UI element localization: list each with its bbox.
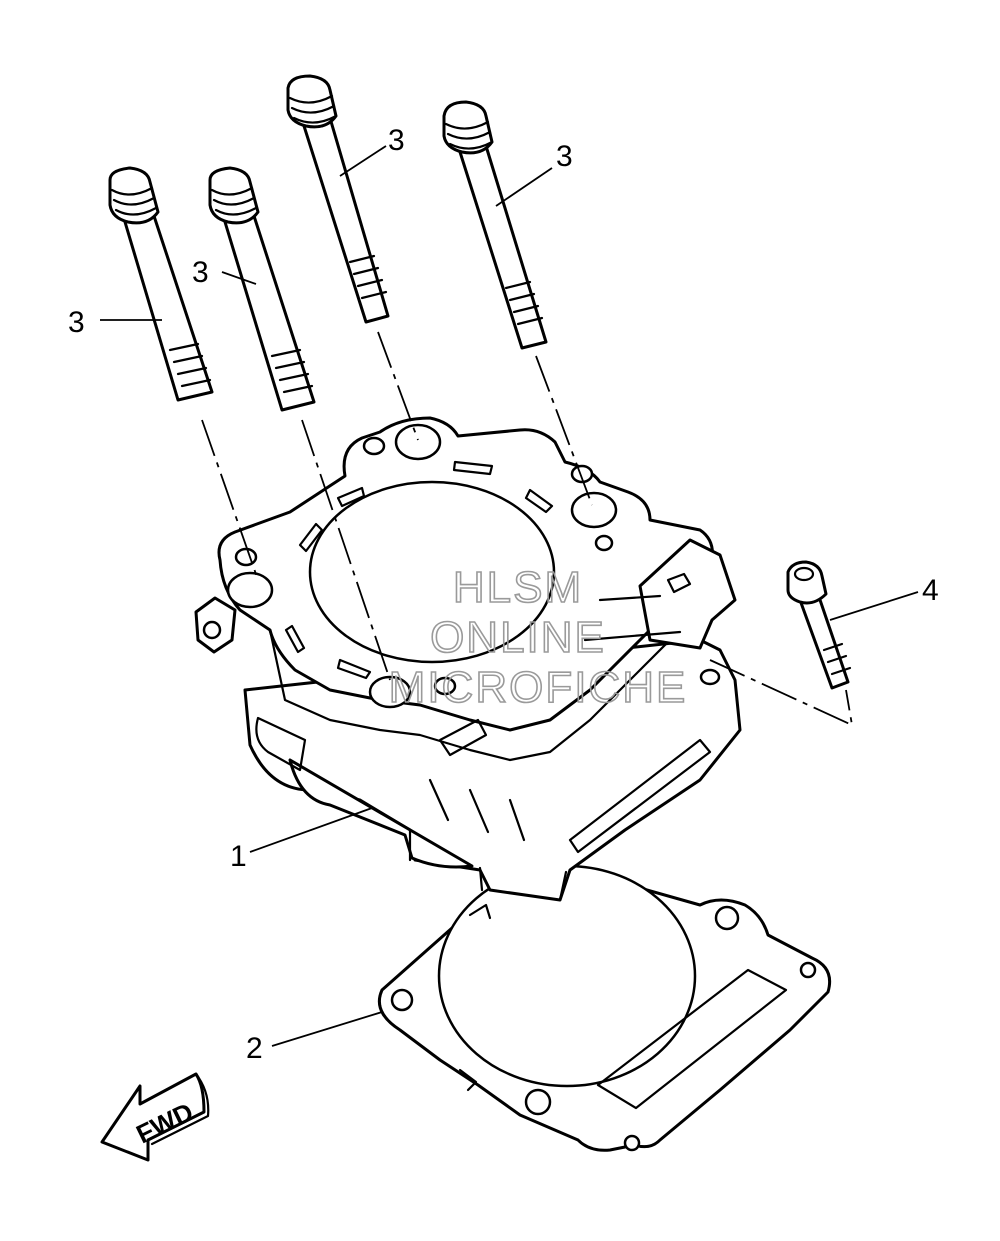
watermark-line-1: HLSM [453, 563, 583, 612]
callout-stud-bolt: 3 [388, 124, 405, 157]
callout-gasket: 2 [246, 1032, 263, 1065]
callout-stud-bolt: 3 [68, 306, 85, 339]
watermark: HLSM ONLINE MICROFICHE [388, 562, 688, 713]
stud-bolt-4 [442, 100, 548, 350]
assembly-centerlines [201, 331, 854, 727]
callout-bolt: 4 [922, 574, 939, 607]
callout-stud-bolt: 3 [192, 256, 209, 289]
leader-lines [100, 145, 919, 1047]
stud-bolt-2 [208, 166, 316, 412]
forward-direction-arrow: FWD [100, 1072, 210, 1162]
cylinder-bolt [786, 560, 852, 690]
stud-bolt-3 [286, 74, 390, 324]
stud-bolt-1 [108, 166, 214, 402]
callout-stud-bolt: 3 [556, 140, 573, 173]
watermark-line-3: MICROFICHE [389, 663, 688, 712]
cylinder-gasket [377, 864, 832, 1152]
watermark-line-2: ONLINE [430, 613, 606, 662]
callout-cylinder: 1 [230, 840, 247, 873]
